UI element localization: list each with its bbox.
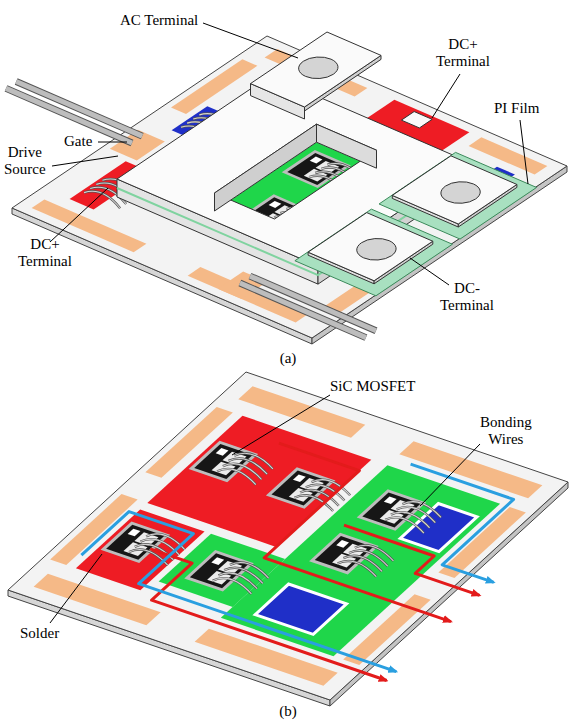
ac-terminal-tab [291, 53, 347, 83]
leader-lines [410, 258, 449, 285]
substrate-layout [8, 372, 568, 706]
signal-pins [6, 82, 376, 338]
leader-lines [50, 554, 102, 623]
substrate-layout [213, 559, 275, 593]
dc-minus-tabs [308, 156, 517, 281]
current-paths [81, 512, 396, 672]
ac-terminal-tab [251, 32, 382, 107]
leader-lines [50, 395, 480, 623]
busbar-frame [215, 124, 317, 211]
ac-terminal-tab [251, 32, 382, 107]
leader-lines [98, 142, 127, 143]
dc-minus-tabs [295, 152, 537, 295]
signal-pins [240, 283, 366, 338]
panel-label: (a) [280, 350, 297, 367]
part-label: Solder [20, 625, 59, 642]
panel-label: (b) [279, 703, 297, 720]
part-label: AC Terminal [120, 12, 198, 29]
signal-pins [16, 82, 142, 137]
dc-plus-tab [401, 112, 432, 128]
leader-lines [420, 444, 480, 506]
dc-minus-tabs [392, 156, 517, 224]
leader-lines [50, 188, 108, 242]
part-label: DC+ Terminal [436, 36, 490, 71]
leader-lines [432, 74, 460, 118]
pin-label: Drive Source [4, 144, 46, 179]
leader-lines [50, 23, 528, 285]
substrate-layout [385, 499, 447, 533]
substrate-layout [8, 372, 568, 700]
part-label: Bonding Wires [480, 414, 532, 449]
dc-minus-tabs [349, 234, 405, 264]
part-label: DC- Terminal [440, 280, 494, 315]
signal-pins [250, 276, 376, 331]
dc-minus-tabs [433, 177, 489, 207]
substrate-layout [217, 450, 279, 484]
signal-pins [16, 82, 142, 137]
substrate-layout [24, 383, 552, 689]
current-paths [411, 464, 514, 582]
signal-pins [250, 276, 376, 331]
dc-minus-tabs [308, 213, 433, 281]
substrate-layout [8, 372, 568, 700]
part-label: DC+ Terminal [18, 236, 72, 271]
pin-label: Gate [64, 133, 92, 150]
leader-lines [232, 395, 330, 455]
current-paths [150, 549, 387, 681]
part-label: PI Film [494, 100, 539, 117]
current-paths [81, 443, 513, 680]
leader-lines [52, 156, 118, 166]
signal-pins [240, 283, 366, 338]
current-paths [344, 525, 480, 595]
substrate-layout [147, 440, 500, 656]
leader-lines [203, 23, 298, 58]
dc-plus-tab [401, 112, 432, 128]
busbar-frame [317, 124, 377, 168]
leader-lines [520, 120, 528, 184]
substrate-layout [338, 542, 400, 576]
module-assembly [6, 23, 567, 344]
dc-minus-tabs [295, 152, 537, 295]
part-label: SiC MOSFET [330, 378, 415, 395]
ac-terminal-tab [251, 32, 382, 119]
dc-minus-tabs [295, 209, 453, 296]
